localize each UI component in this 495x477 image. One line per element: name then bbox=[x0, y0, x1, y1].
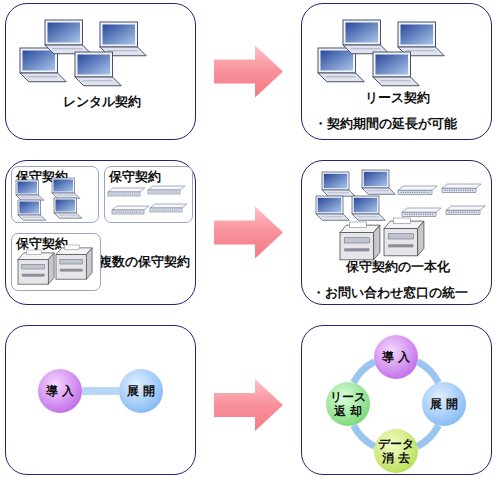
cycle-arc bbox=[417, 425, 438, 446]
group-box: 保守契約の一本化・お問い合わせ窓口の統一 bbox=[301, 160, 492, 305]
block-arrow bbox=[214, 379, 283, 431]
block-arrow bbox=[214, 207, 283, 259]
process-circle: データ 消 去 bbox=[374, 429, 418, 473]
contract-box: 保守契約 bbox=[104, 166, 193, 223]
process-circle: リース 返 却 bbox=[326, 382, 370, 426]
cycle-arc bbox=[417, 362, 438, 383]
contract-box: 保守契約 bbox=[11, 233, 101, 291]
process-circle: 展 開 bbox=[422, 382, 466, 426]
group-box: リース契約・契約期間の延長が可能 bbox=[301, 3, 492, 140]
box-title: レンタル契約 bbox=[6, 94, 197, 109]
circle-label: リース 返 却 bbox=[326, 390, 370, 418]
link-band bbox=[82, 387, 119, 395]
circle-label: 展 開 bbox=[119, 384, 163, 398]
group-box: 複数の保守契約保守契約保守契約保守契約 bbox=[5, 160, 196, 305]
group-box: レンタル契約 bbox=[5, 3, 196, 140]
box-title: 保守契約の一本化 bbox=[302, 259, 493, 274]
circle-label: 導 入 bbox=[38, 384, 82, 398]
box-title: リース契約 bbox=[302, 90, 493, 105]
box-title: 複数の保守契約 bbox=[99, 254, 194, 269]
process-circle: 展 開 bbox=[119, 369, 163, 413]
process-circle: 導 入 bbox=[374, 335, 418, 379]
cycle-arc bbox=[354, 362, 375, 383]
circle-label: 展 開 bbox=[422, 397, 466, 411]
circle-label: 導 入 bbox=[374, 350, 418, 364]
box-note: ・契約期間の延長が可能 bbox=[314, 116, 489, 131]
circle-label: データ 消 去 bbox=[374, 437, 418, 465]
box-note: ・お問い合わせ窓口の統一 bbox=[312, 285, 490, 300]
group-frame bbox=[5, 325, 196, 475]
contract-box: 保守契約 bbox=[11, 166, 99, 223]
cycle-arc bbox=[354, 425, 375, 446]
block-arrow bbox=[214, 46, 283, 98]
process-circle: 導 入 bbox=[38, 369, 82, 413]
box-title: 保守契約 bbox=[16, 236, 96, 251]
box-title: 保守契約 bbox=[109, 169, 189, 184]
box-title: 保守契約 bbox=[16, 169, 96, 184]
